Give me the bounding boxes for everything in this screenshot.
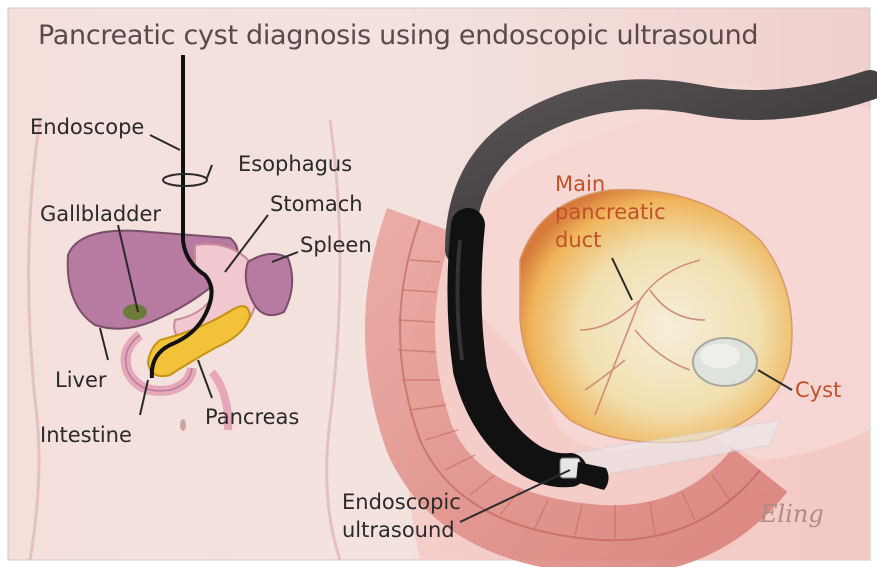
- label-gallbladder: Gallbladder: [40, 202, 161, 226]
- label-endoscope: Endoscope: [30, 115, 144, 139]
- label-liver: Liver: [55, 368, 107, 392]
- page-title: Pancreatic cyst diagnosis using endoscop…: [38, 20, 758, 51]
- label-esophagus: Esophagus: [238, 152, 352, 176]
- label-stomach: Stomach: [270, 192, 363, 216]
- label-eus-line2: ultrasound: [342, 518, 455, 542]
- label-main-duct-line3: duct: [555, 228, 601, 252]
- label-main-duct-line2: pancreatic: [555, 200, 666, 224]
- label-eus-line1: Endoscopic: [342, 490, 461, 514]
- label-pancreas: Pancreas: [205, 405, 299, 429]
- label-intestine: Intestine: [40, 423, 132, 447]
- label-spleen: Spleen: [300, 233, 372, 257]
- artist-signature: Eling: [760, 500, 824, 528]
- label-main-duct-line1: Main: [555, 172, 605, 196]
- label-cyst: Cyst: [795, 378, 841, 402]
- gallbladder-shape: [123, 304, 147, 320]
